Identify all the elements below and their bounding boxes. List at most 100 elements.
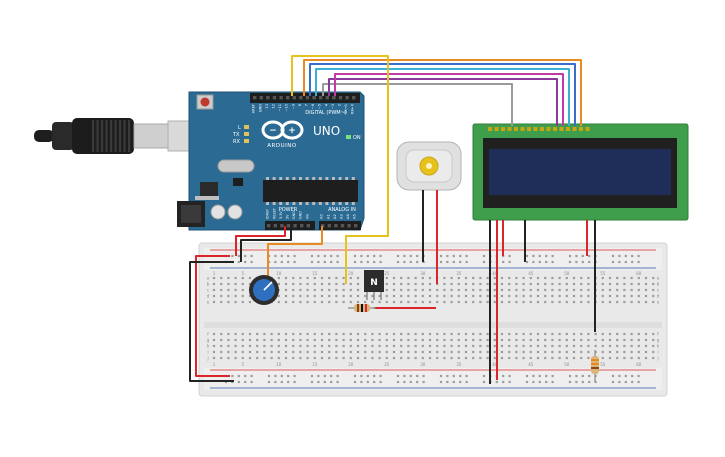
breadboard-hole	[400, 294, 403, 298]
digital-pin-hole	[299, 96, 303, 100]
breadboard-hole	[335, 356, 338, 360]
breadboard-hole	[320, 350, 324, 354]
rail-hole	[409, 374, 412, 378]
resistor-backlight[interactable]	[591, 350, 599, 382]
breadboard-hole	[486, 276, 489, 280]
rail-hole	[482, 374, 486, 378]
lcd-pin	[527, 127, 531, 131]
digital-pin-hole	[272, 96, 277, 100]
wire-d6	[334, 73, 564, 126]
column-number: 20	[348, 271, 354, 276]
breadboard-hole	[493, 288, 496, 292]
column-number: 35	[456, 271, 462, 276]
power-pin-hole	[293, 224, 297, 228]
breadboard-hole	[313, 350, 316, 354]
breadboard-hole	[234, 300, 237, 304]
rail-hole	[366, 374, 369, 378]
breadboard-hole	[580, 282, 583, 286]
breadboard-hole	[313, 288, 316, 292]
lcd-16x2[interactable]	[472, 123, 689, 221]
breadboard-hole	[551, 300, 554, 304]
analog-header	[319, 221, 361, 230]
breadboard-hole	[587, 276, 590, 280]
analog-pin-label: A0	[320, 214, 324, 219]
breadboard-hole	[594, 338, 597, 342]
column-number: 5	[242, 362, 245, 367]
rail-hole	[482, 260, 486, 264]
power-pin-label: Vin	[305, 214, 309, 219]
breadboard-hole	[320, 282, 324, 286]
resistor-backlight-band-3	[591, 367, 599, 369]
row-letter: c	[207, 288, 209, 293]
breadboard-hole	[572, 344, 576, 348]
breadboard-hole	[457, 282, 460, 286]
column-number: 15	[312, 362, 318, 367]
arduino-brand-label: ARDUINO	[267, 143, 297, 149]
breadboard-hole	[256, 350, 259, 354]
transistor-label: N	[370, 278, 378, 288]
breadboard-hole	[349, 294, 352, 298]
breadboard-hole	[320, 338, 324, 342]
breadboard-hole	[601, 282, 604, 286]
breadboard-hole	[414, 356, 417, 360]
rail-hole	[439, 374, 443, 378]
digital-header-holes	[253, 96, 356, 100]
breadboard-hole	[378, 356, 381, 360]
breadboard-hole	[284, 350, 288, 354]
digital-pin-hole	[338, 96, 343, 100]
npn-transistor[interactable]: N	[364, 270, 384, 300]
column-number: 45	[528, 271, 534, 276]
breadboard-hole	[544, 356, 547, 360]
breadboard-hole	[212, 276, 216, 280]
rx-label: RX	[233, 139, 240, 145]
breadboard-hole	[227, 288, 230, 292]
breadboard-hole	[544, 332, 547, 336]
rail-hole	[267, 374, 271, 378]
rail-hole	[336, 380, 339, 384]
breadboard-hole	[601, 332, 604, 336]
rail-hole	[575, 260, 578, 264]
breadboard-hole	[248, 344, 252, 348]
reset-button[interactable]	[200, 97, 210, 107]
breadboard-hole	[227, 276, 230, 280]
potentiometer[interactable]	[249, 275, 279, 305]
breadboard-hole	[464, 350, 468, 354]
breadboard-hole	[630, 338, 633, 342]
wire-5v-to-rail	[235, 226, 286, 256]
rail-hole	[323, 380, 326, 384]
breadboard-hole	[385, 300, 388, 304]
chip-pin	[299, 177, 302, 180]
breadboard-hole	[515, 300, 518, 304]
rail-hole	[379, 374, 382, 378]
breadboard-hole	[558, 350, 561, 354]
breadboard-hole	[508, 344, 511, 348]
breadboard-hole	[292, 344, 295, 348]
breadboard-hole	[227, 300, 230, 304]
rail-hole	[323, 254, 326, 258]
breadboard-hole	[630, 282, 633, 286]
resistor-base[interactable]	[348, 304, 376, 312]
breadboard-hole	[292, 356, 295, 360]
rail-hole	[353, 260, 357, 264]
dc-motor[interactable]	[396, 141, 462, 191]
breadboard-hole	[234, 288, 237, 292]
breadboard-hole	[608, 276, 612, 280]
voltage-regulator	[200, 182, 218, 198]
rail-hole	[373, 374, 376, 378]
rail-hole	[416, 260, 419, 264]
chip-pin	[279, 202, 283, 205]
breadboard-hole	[508, 288, 511, 292]
usb-grip-ridge	[101, 120, 104, 152]
breadboard-hole	[587, 344, 590, 348]
breadboard-hole	[457, 338, 460, 342]
breadboard-hole	[270, 332, 273, 336]
breadboard-hole	[220, 344, 223, 348]
breadboard-hole	[464, 344, 468, 348]
usb-cable	[34, 118, 199, 154]
breadboard-hole	[493, 300, 496, 304]
chip-pin	[305, 177, 309, 180]
breadboard-hole	[544, 338, 547, 342]
